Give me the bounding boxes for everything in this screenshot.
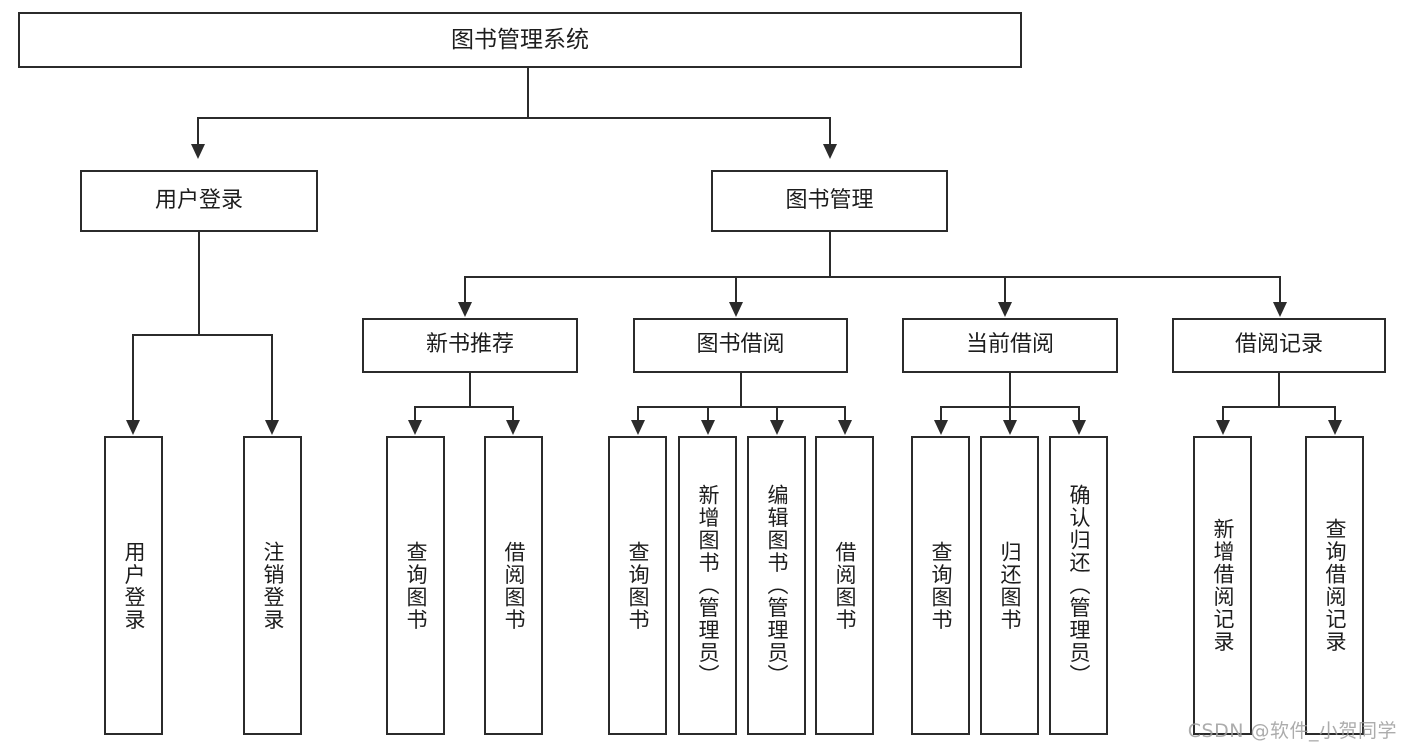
arrow-to-book-management xyxy=(823,144,837,159)
arrow-to-leaf-query-book-2 xyxy=(631,420,645,435)
connector-new-book-drop-2 xyxy=(512,406,514,420)
arrow-to-current-borrow xyxy=(998,302,1012,317)
connector-root-drop-left xyxy=(197,117,199,144)
node-label: 查询图书 xyxy=(929,540,953,631)
arrow-to-leaf-add-book xyxy=(701,420,715,435)
connector-book-borrow-drop-4 xyxy=(844,406,846,420)
node-borrow-record[interactable]: 借阅记录 xyxy=(1172,318,1386,373)
connector-book-management-stem xyxy=(829,232,831,276)
node-user-login[interactable]: 用户登录 xyxy=(80,170,318,232)
connector-borrow-record-bus xyxy=(1222,406,1335,408)
node-leaf-confirm-return-admin[interactable]: 确认归还（管理员） xyxy=(1049,436,1108,735)
arrow-to-user-login xyxy=(191,144,205,159)
arrow-to-leaf-query-book-1 xyxy=(408,420,422,435)
connector-level3-drop-2 xyxy=(735,276,737,302)
connector-borrow-record-drop-1 xyxy=(1222,406,1224,420)
node-label: 编辑图书（管理员） xyxy=(765,484,789,687)
connector-book-borrow-drop-3 xyxy=(776,406,778,420)
connector-new-book-drop-1 xyxy=(414,406,416,420)
node-label: 确认归还（管理员） xyxy=(1067,484,1091,687)
node-label: 查询图书 xyxy=(404,540,428,631)
csdn-watermark: CSDN @软件_小贺同学 xyxy=(1187,720,1397,742)
connector-current-borrow-stem xyxy=(1009,373,1011,406)
connector-root-drop-right xyxy=(829,117,831,144)
node-root-book-management-system[interactable]: 图书管理系统 xyxy=(18,12,1022,68)
node-label: 用户登录 xyxy=(154,187,243,213)
node-leaf-query-borrow-record[interactable]: 查询借阅记录 xyxy=(1305,436,1364,735)
node-leaf-add-borrow-record[interactable]: 新增借阅记录 xyxy=(1193,436,1252,735)
arrow-to-leaf-add-record xyxy=(1216,420,1230,435)
connector-user-login-stem xyxy=(198,232,200,334)
connector-user-login-bus xyxy=(132,334,272,336)
node-label: 查询图书 xyxy=(626,540,650,631)
arrow-to-leaf-confirm-return xyxy=(1072,420,1086,435)
connector-user-login-drop-1 xyxy=(132,334,134,420)
node-label: 用户登录 xyxy=(122,540,146,631)
node-leaf-borrow-book-recommend[interactable]: 借阅图书 xyxy=(484,436,543,735)
connector-new-book-stem xyxy=(469,373,471,406)
connector-level3-drop-4 xyxy=(1279,276,1281,302)
connector-borrow-record-drop-2 xyxy=(1334,406,1336,420)
node-label: 注销登录 xyxy=(261,540,285,631)
node-label: 归还图书 xyxy=(998,540,1022,631)
node-leaf-add-book-admin[interactable]: 新增图书（管理员） xyxy=(678,436,737,735)
node-current-borrow[interactable]: 当前借阅 xyxy=(902,318,1118,373)
arrow-to-leaf-edit-book xyxy=(770,420,784,435)
node-label: 新书推荐 xyxy=(425,332,514,358)
arrow-to-leaf-borrow-book-2 xyxy=(838,420,852,435)
arrow-to-leaf-query-record xyxy=(1328,420,1342,435)
connector-current-borrow-drop-2 xyxy=(1009,406,1011,420)
connector-borrow-record-stem xyxy=(1278,373,1280,406)
node-label: 借阅图书 xyxy=(502,540,526,631)
arrow-to-borrow-record xyxy=(1273,302,1287,317)
arrow-to-new-book-recommend xyxy=(458,302,472,317)
connector-current-borrow-drop-1 xyxy=(940,406,942,420)
connector-current-borrow-drop-3 xyxy=(1078,406,1080,420)
arrow-to-leaf-borrow-book-1 xyxy=(506,420,520,435)
node-leaf-query-book-current[interactable]: 查询图书 xyxy=(911,436,970,735)
node-label: 新增图书（管理员） xyxy=(696,484,720,687)
node-leaf-user-login[interactable]: 用户登录 xyxy=(104,436,163,735)
node-book-management[interactable]: 图书管理 xyxy=(711,170,948,232)
arrow-to-book-borrow xyxy=(729,302,743,317)
node-label: 图书管理 xyxy=(785,187,874,213)
connector-book-borrow-bus xyxy=(637,406,845,408)
arrow-to-leaf-return-book xyxy=(1003,420,1017,435)
arrow-to-leaf-user-login xyxy=(126,420,140,435)
node-label: 新增借阅记录 xyxy=(1211,518,1235,653)
node-label: 查询借阅记录 xyxy=(1323,518,1347,653)
node-book-borrow[interactable]: 图书借阅 xyxy=(633,318,848,373)
node-new-book-recommend[interactable]: 新书推荐 xyxy=(362,318,578,373)
arrow-to-leaf-logout xyxy=(265,420,279,435)
node-leaf-return-book[interactable]: 归还图书 xyxy=(980,436,1039,735)
connector-root-bus xyxy=(197,117,831,119)
node-label: 当前借阅 xyxy=(965,332,1054,358)
connector-book-borrow-stem xyxy=(740,373,742,406)
node-leaf-borrow-book[interactable]: 借阅图书 xyxy=(815,436,874,735)
node-leaf-edit-book-admin[interactable]: 编辑图书（管理员） xyxy=(747,436,806,735)
connector-book-borrow-drop-1 xyxy=(637,406,639,420)
connector-book-borrow-drop-2 xyxy=(707,406,709,420)
node-label: 图书借阅 xyxy=(696,332,785,358)
connector-user-login-drop-2 xyxy=(271,334,273,420)
node-leaf-logout[interactable]: 注销登录 xyxy=(243,436,302,735)
node-label: 图书管理系统 xyxy=(451,26,589,53)
connector-level3-drop-3 xyxy=(1004,276,1006,302)
arrow-to-leaf-query-book-3 xyxy=(934,420,948,435)
connector-new-book-bus xyxy=(414,406,513,408)
connector-level3-bus xyxy=(464,276,1281,278)
node-label: 借阅图书 xyxy=(833,540,857,631)
node-label: 借阅记录 xyxy=(1234,332,1323,358)
node-leaf-query-book-borrow[interactable]: 查询图书 xyxy=(608,436,667,735)
connector-level3-drop-1 xyxy=(464,276,466,302)
connector-root-stem xyxy=(527,68,529,117)
node-leaf-query-book-recommend[interactable]: 查询图书 xyxy=(386,436,445,735)
